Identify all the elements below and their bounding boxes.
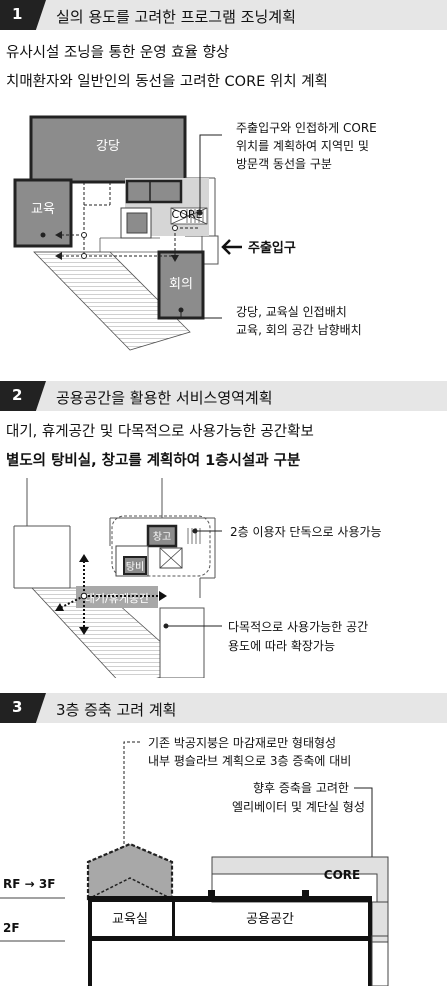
note-2-line-2: 교육, 회의 공간 남향배치 (236, 323, 362, 337)
section-2-line-2: 별도의 탕비실, 창고를 계획하여 1층시설과 구분 (6, 453, 301, 469)
section-3-number: 3 (12, 698, 23, 716)
core-leader (199, 134, 222, 213)
common-room-label: 공용공간 (246, 912, 294, 927)
education-room-label: 교육실 (112, 912, 148, 927)
meeting-leader (180, 310, 222, 319)
section-2-header: 2 공용공간을 활용한 서비스영역계획 (0, 381, 447, 411)
section-3-number-badge: 3 (0, 693, 46, 723)
pantry-label: 탕비 (126, 561, 144, 573)
note-1-line-1: 주출입구와 인접하게 CORE (236, 121, 377, 135)
section-1-line-1: 유사시설 조닝을 통한 운영 효율 향상 (6, 45, 230, 61)
note-4-line-2: 용도에 따라 확장가능 (228, 639, 335, 653)
section-1-line-2: 치매환자와 일반인의 동선을 고려한 CORE 위치 계획 (6, 74, 328, 90)
service-zone (111, 515, 211, 577)
note-6-line-2: 엘리베이터 및 계단실 형성 (232, 800, 365, 814)
meeting-label: 회의 (169, 277, 193, 292)
circulation-path (60, 182, 200, 260)
storage-label: 창고 (153, 531, 171, 543)
section-2-number: 2 (12, 386, 23, 404)
meeting-block (157, 250, 205, 320)
entrance-vestibule (201, 235, 219, 265)
section-2-line-1: 대기, 휴게공간 및 다목적으로 사용가능한 공간확보 (6, 424, 314, 440)
auditorium-label: 강당 (96, 139, 120, 154)
section-2-diagram: 창고 탕비 대기/휴게공간 2층 이용자 단독으로 사용가능 다목적으로 사용가… (13, 478, 382, 678)
section-3-header: 3 3층 증축 고려 계획 (0, 693, 447, 723)
floor-label-rf: RF → 3F (3, 877, 55, 891)
floor-label-2f: 2F (3, 921, 20, 935)
section-1-header: 1 실의 용도를 고려한 프로그램 조닝계획 (0, 0, 447, 30)
note-5-line-1: 기존 박공지붕은 마감재로만 형태형성 (148, 736, 336, 750)
core-3-label: CORE (324, 868, 360, 882)
roof-leader (123, 741, 140, 886)
education-label: 교육 (31, 202, 55, 217)
note-6-line-1: 향후 증축을 고려한 (253, 781, 349, 795)
auditorium-block (29, 115, 187, 184)
gable-roof (86, 842, 174, 901)
core-block (125, 179, 183, 204)
note-2-line-1: 강당, 교육실 인접배치 (236, 305, 347, 319)
roof-slab (88, 896, 372, 902)
storage-block (146, 524, 178, 548)
section-1-diagram: 강당 CORE 교육 회의 주출입구 (13, 115, 377, 351)
note-3: 2층 이용자 단독으로 사용가능 (230, 525, 382, 539)
section-1-title: 실의 용도를 고려한 프로그램 조닝계획 (56, 8, 296, 26)
lounge-label: 대기/휴게공간 (85, 592, 149, 605)
section-1-number: 1 (12, 5, 23, 23)
core-3-leader (354, 787, 373, 874)
pantry-block (123, 556, 147, 575)
section-3-diagram: 기존 박공지붕은 마감재로만 형태형성 내부 평슬라브 계획으로 3층 증축에 … (0, 736, 389, 986)
entrance-label: 주출입구 (248, 240, 296, 256)
section-3-title: 3층 증축 고려 계획 (56, 701, 177, 719)
section-1-number-badge: 1 (0, 0, 46, 30)
note-1-line-2: 위치를 계획하여 지역민 및 (236, 139, 369, 153)
note-1-line-3: 방문객 동선을 구분 (236, 157, 332, 171)
section-2-title: 공용공간을 활용한 서비스영역계획 (56, 389, 273, 407)
section-2-number-badge: 2 (0, 381, 46, 411)
note-5-line-2: 내부 평슬라브 계획으로 3층 증축에 대비 (148, 754, 351, 768)
floor-2-slab (88, 936, 372, 941)
note-4-line-1: 다목적으로 사용가능한 공간 (228, 620, 368, 634)
core-label: CORE (172, 208, 203, 221)
